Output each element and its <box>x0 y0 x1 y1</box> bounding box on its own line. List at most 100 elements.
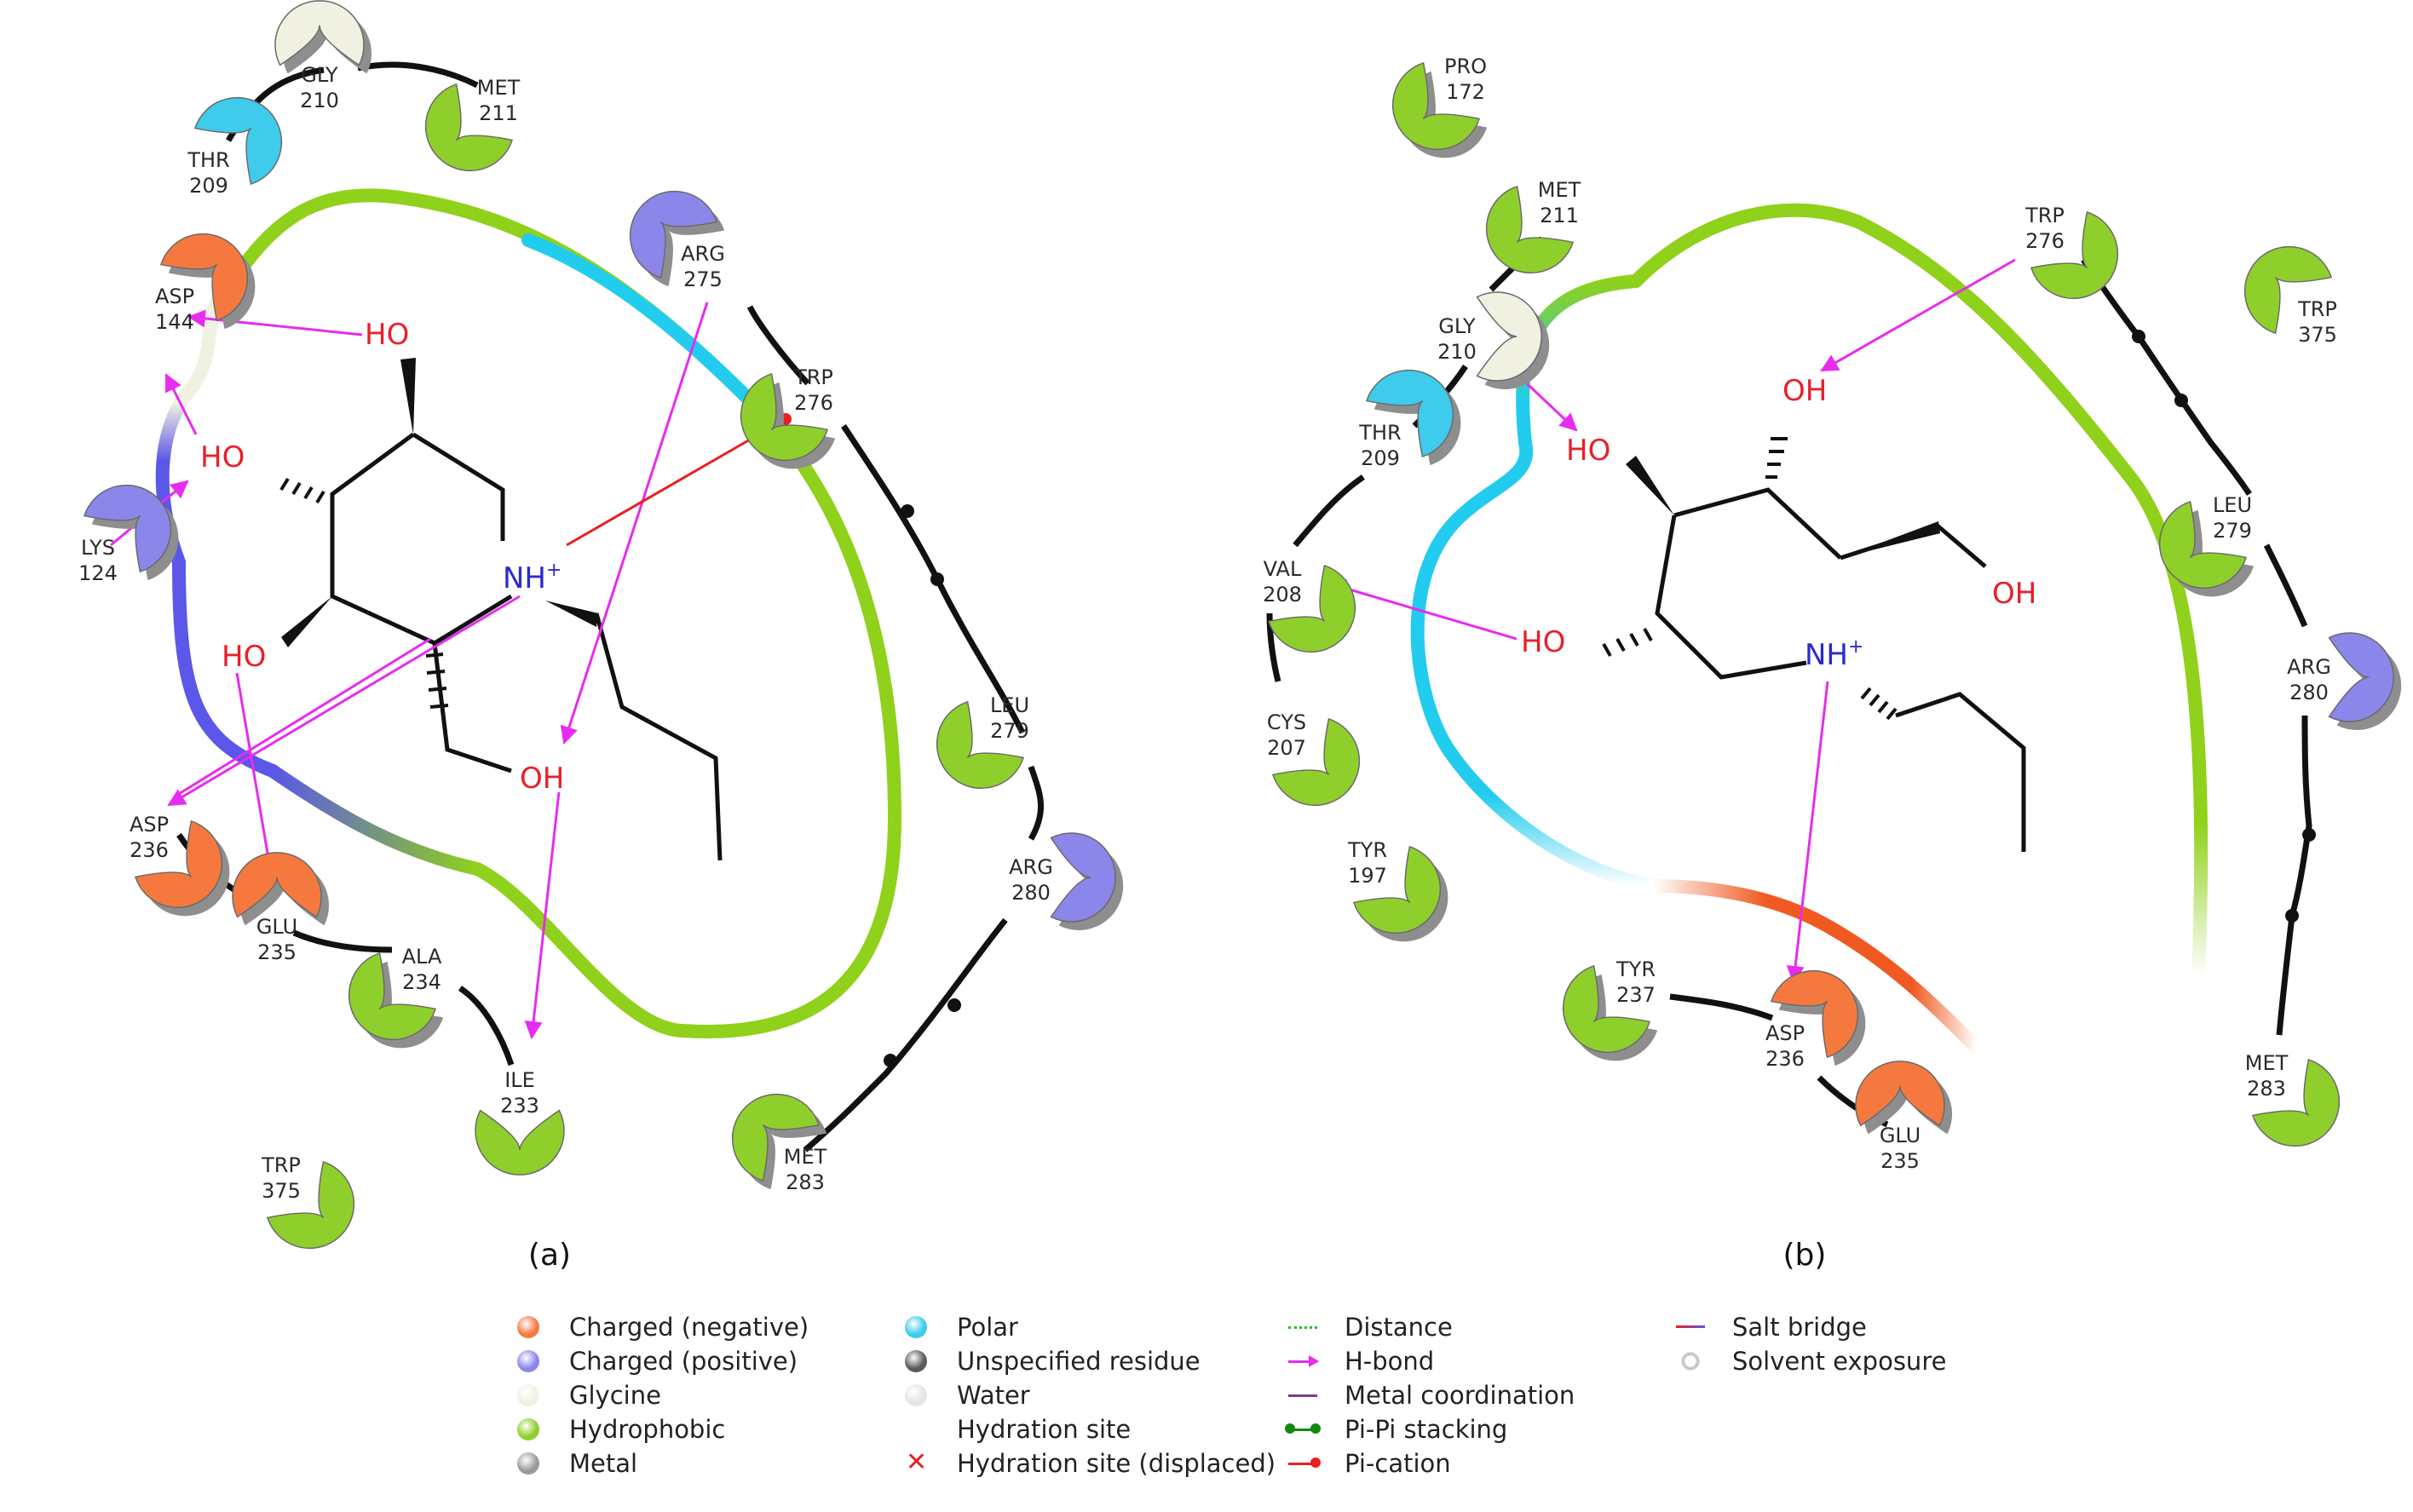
legend-hbond-label: H-bond <box>1345 1347 1435 1376</box>
residue-number: 236 <box>1765 1047 1805 1071</box>
amine-symbol: NH <box>1805 638 1848 672</box>
residue-number: 172 <box>1446 80 1485 104</box>
legend-water: Water <box>899 1378 1030 1412</box>
residue-name: ARG <box>681 242 725 266</box>
residue-name: MET <box>784 1145 827 1169</box>
interactions-a <box>110 302 709 1040</box>
residue-name: CYS <box>1267 710 1306 734</box>
residue-bubble <box>1050 832 1116 923</box>
residue-name: PRO <box>1444 55 1487 78</box>
residues-b: PRO172MET211GLY210THR209VAL208CYS207TYR1… <box>1263 55 2402 1173</box>
residue-name: LEU <box>2213 493 2252 517</box>
amine-label: NH+ <box>503 560 561 595</box>
residue-bubble <box>2251 1058 2341 1147</box>
legend-pi-pi: Pi-Pi stacking <box>1285 1412 1508 1446</box>
residue-name: GLY <box>301 63 338 87</box>
residue-bubble <box>232 852 322 918</box>
residue-number: 276 <box>2025 229 2065 253</box>
legend-pi-pi-label: Pi-Pi stacking <box>1345 1415 1508 1444</box>
panel-a: HO HO HO OH NH+ (a) GLY210MET211THR209AS… <box>78 0 1124 1273</box>
residue-bubble <box>1271 717 1361 807</box>
residue-bubble <box>475 1109 565 1176</box>
residue-bubble <box>134 819 223 909</box>
ligand-a-wedges <box>281 358 598 647</box>
ligand-a <box>330 432 723 861</box>
legend-polar: Polar <box>899 1310 1018 1344</box>
panel-label-a: (a) <box>528 1238 571 1273</box>
residue-number: 208 <box>1263 583 1302 607</box>
hydroxyl-label: HO <box>365 318 409 352</box>
residue-number: 279 <box>2213 519 2252 543</box>
legend-pi-pi-symbol <box>1285 1417 1321 1442</box>
legend-negative: Charged (negative) <box>511 1310 809 1344</box>
legend-pi-cation: Pi-cation <box>1287 1446 1451 1480</box>
residue-number: 275 <box>683 267 723 291</box>
residue-name: TRP <box>793 365 833 389</box>
residue-name: ARG <box>1009 855 1053 879</box>
residue-bubble <box>159 233 249 322</box>
legend-water-symbol <box>899 1383 933 1408</box>
residue-name: GLU <box>1880 1124 1921 1147</box>
legend-hydration-displaced-symbol: ✕ <box>906 1447 928 1477</box>
residue-number: 207 <box>1267 736 1306 760</box>
residue-name: TYR <box>1615 957 1656 981</box>
residue-bubble <box>1352 845 1442 934</box>
panel-b: OH HO HO OH NH+ (b) PRO172MET211GLY210TH… <box>1263 55 2402 1273</box>
legend-solvent-exposure-symbol <box>1674 1348 1708 1374</box>
legend-positive-label: Charged (positive) <box>569 1347 798 1376</box>
residue-bubble <box>1476 291 1542 382</box>
legend-solvent-exposure-label: Solvent exposure <box>1732 1347 1947 1376</box>
legend-distance: Distance <box>1287 1310 1453 1344</box>
legend-metal-label: Metal <box>569 1449 638 1478</box>
legend-hydration-site-label: Hydration site <box>957 1415 1132 1444</box>
residue-number: 197 <box>1348 864 1387 888</box>
legend: Charged (negative) Charged (positive) Glyc… <box>511 1310 2301 1498</box>
residue-name: MET <box>477 76 521 100</box>
residue-name: VAL <box>1264 557 1302 581</box>
residue-number: 124 <box>78 561 118 585</box>
legend-hydration-site-symbol <box>899 1417 933 1442</box>
legend-glycine-label: Glycine <box>569 1381 661 1410</box>
residue-number: 211 <box>1540 204 1579 227</box>
legend-glycine: Glycine <box>511 1378 661 1412</box>
interactions-b <box>1327 258 2016 985</box>
legend-hydration-displaced-label: Hydration site (displaced) <box>957 1449 1276 1478</box>
legend-pi-cation-symbol <box>1287 1451 1321 1476</box>
residue-number: 234 <box>402 970 441 994</box>
residue-bubble <box>266 1160 355 1250</box>
residue-bubble <box>2030 210 2119 300</box>
legend-polar-symbol <box>899 1314 933 1340</box>
legend-distance-label: Distance <box>1345 1313 1453 1342</box>
residue-name: LYS <box>81 536 115 560</box>
legend-hydration-site: Hydration site <box>899 1412 1131 1446</box>
legend-positive-symbol <box>511 1348 545 1374</box>
hydroxyl-label: HO <box>200 440 245 474</box>
legend-hydrophobic: Hydrophobic <box>511 1412 725 1446</box>
residue-bubble <box>1365 369 1454 458</box>
residue-bubble <box>1855 1061 1945 1127</box>
backbone-beads-a <box>884 504 961 1067</box>
residue-number: 210 <box>300 89 339 112</box>
ligand-b-hash <box>1602 437 1898 721</box>
legend-positive: Charged (positive) <box>511 1344 798 1378</box>
legend-hydrophobic-symbol <box>511 1417 545 1442</box>
residue-number: 210 <box>1437 340 1477 364</box>
legend-negative-symbol <box>511 1314 545 1340</box>
residue-bubble <box>1267 564 1356 653</box>
residue-number: 280 <box>2289 681 2329 704</box>
ligand-a-atoms: HO HO HO OH NH+ <box>200 318 564 796</box>
backbone-beads-b <box>2132 330 2316 923</box>
residue-number: 279 <box>990 719 1029 743</box>
